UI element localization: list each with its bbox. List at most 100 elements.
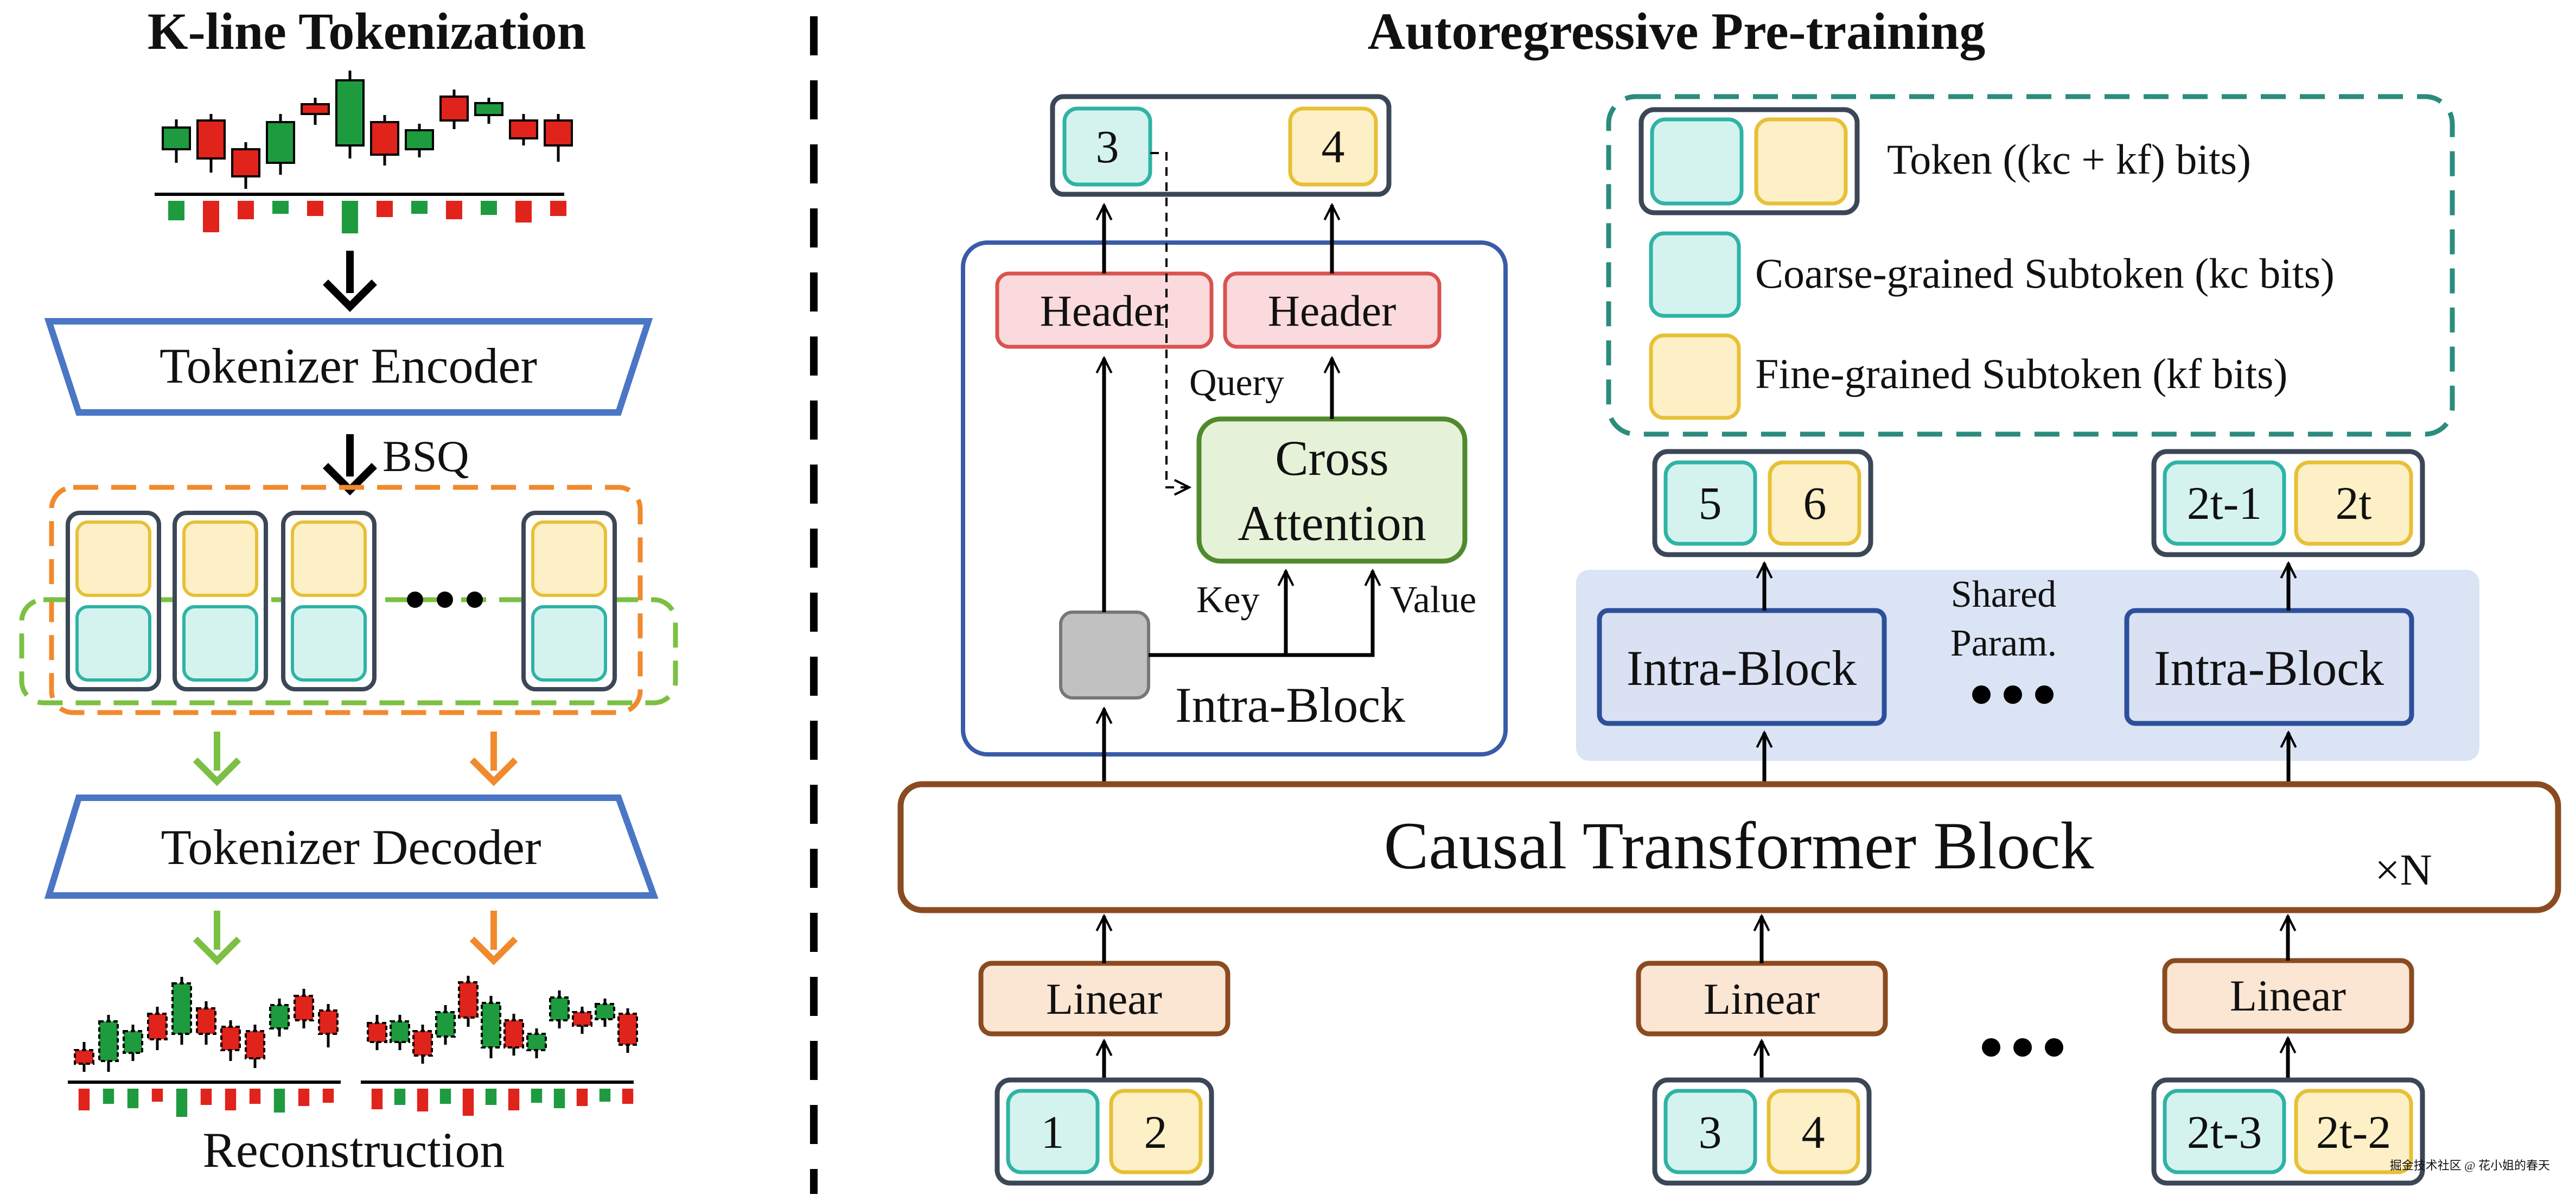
detail-out-coarse: 3 (1096, 120, 1119, 173)
candlestick (503, 1014, 524, 1110)
linear-label-2: Linear (1704, 974, 1820, 1024)
subtoken-column (281, 511, 377, 691)
in-2-fine: 2 (1144, 1106, 1168, 1158)
candlestick (435, 1005, 456, 1104)
linear-box-2: Linear (1636, 961, 1888, 1037)
encoder-label: Tokenizer Encoder (160, 338, 537, 393)
candlestick (171, 977, 192, 1117)
linear-box-1: Linear (978, 961, 1230, 1037)
out-2t-fine: 2t (2336, 477, 2372, 529)
intra-block-detail: 3 4 Header Header Cross Attention Query … (961, 94, 1508, 784)
candlestick (301, 98, 330, 216)
intra-block-detail-label: Intra-Block (1175, 677, 1405, 733)
intra-output-arrows (1764, 563, 2288, 784)
legend-fine-label: Fine-grained Subtoken (kf bits) (1755, 350, 2287, 397)
in-1-coarse: 1 (1041, 1106, 1064, 1158)
candlestick (147, 1007, 168, 1102)
ellipsis-dots-shared (1972, 685, 2054, 704)
causal-transformer-block: Causal Transformer Block ×N (897, 781, 2561, 913)
header-a-label: Header (1040, 286, 1169, 335)
legend-coarse-label: Coarse-grained Subtoken (kc bits) (1755, 250, 2335, 297)
ellipsis-dots (407, 592, 483, 608)
right-panel-title: Autoregressive Pre-training (1368, 2, 1985, 60)
in-2t-2-fine: 2t-2 (2316, 1106, 2392, 1158)
out-2t-1-coarse: 2t-1 (2187, 477, 2262, 529)
cross-attention-line1: Cross (1275, 430, 1389, 486)
candlestick (439, 90, 469, 219)
candlestick (162, 119, 191, 220)
candlestick (526, 1028, 547, 1103)
candlestick (98, 1015, 119, 1104)
decoder-label: Tokenizer Decoder (161, 819, 541, 875)
detail-out-fine: 4 (1322, 120, 1345, 173)
candlestick-chart-reconstruction (68, 976, 638, 1117)
arrow-bsq: BSQ (323, 431, 469, 495)
in-3-coarse: 3 (1699, 1106, 1722, 1158)
candlestick (266, 114, 295, 214)
candlestick (335, 71, 365, 233)
out-6-fine: 6 (1803, 477, 1827, 529)
candlestick (367, 1015, 387, 1109)
header-b-label: Header (1268, 286, 1397, 335)
output-token-2t: 2t-1 2t (2151, 449, 2425, 557)
candlestick (390, 1015, 410, 1105)
tokenizer-decoder: Tokenizer Decoder (44, 795, 659, 899)
reconstruction-label: Reconstruction (203, 1122, 505, 1178)
candlestick (318, 1004, 339, 1103)
bsq-label: BSQ (382, 431, 469, 481)
candlestick (458, 976, 479, 1116)
key-label: Key (1196, 579, 1260, 621)
cross-attention-line2: Attention (1238, 495, 1426, 551)
linear-arrows (1104, 916, 2288, 1080)
query-label: Query (1189, 362, 1284, 404)
value-label: Value (1390, 579, 1476, 621)
watermark: 掘金技术社区 @ 花小姐的春天 (2390, 1159, 2550, 1172)
candlestick (572, 1007, 592, 1106)
left-panel-title: K-line Tokenization (148, 2, 586, 60)
input-token-3-4: 3 4 (1652, 1077, 1872, 1186)
output-token-5-6: 5 6 (1652, 449, 1873, 557)
shared-param-line1: Shared (1951, 574, 2056, 615)
arrows-to-decoder (193, 732, 518, 786)
input-token-1-2: 1 2 (994, 1077, 1214, 1186)
transformer-label: Causal Transformer Block (1384, 809, 2094, 883)
candlestick (405, 124, 434, 214)
input-token-2t: 2t-3 2t-2 (2151, 1077, 2425, 1186)
candlestick (245, 1025, 265, 1104)
candlestick (617, 1008, 638, 1104)
arrow-to-encoder (323, 251, 377, 312)
candlestick (294, 989, 314, 1106)
linear-box-3: Linear (2162, 958, 2414, 1034)
subtoken-groups (19, 485, 678, 715)
subtoken-column (173, 511, 268, 691)
ellipsis-dots-inputs (1982, 1038, 2063, 1057)
candlestick (549, 990, 570, 1108)
candlestick (220, 1020, 241, 1110)
subtoken-column (66, 511, 161, 691)
candlestick (474, 98, 503, 215)
arrows-to-reconstruction (193, 911, 518, 965)
candlestick (196, 114, 226, 232)
candlestick (595, 999, 615, 1102)
intra-block-a-label: Intra-Block (1627, 640, 1857, 696)
in-2t-3-coarse: 2t-3 (2187, 1106, 2262, 1158)
candlestick (196, 1001, 216, 1105)
out-5-coarse: 5 (1699, 477, 1722, 529)
intra-block-b-label: Intra-Block (2154, 640, 2384, 696)
intra-block-b: Intra-Block (2124, 608, 2414, 726)
candlestick (231, 142, 260, 219)
legend: Token ((kc + kf) bits) Coarse-grained Su… (1606, 94, 2455, 437)
repeat-label: ×N (2375, 845, 2432, 894)
candlestick (123, 1025, 143, 1108)
candlestick (544, 114, 573, 216)
candlestick (269, 999, 290, 1113)
subtoken-column (521, 511, 617, 691)
tokenizer-encoder: Tokenizer Encoder (44, 318, 653, 416)
candlestick (481, 996, 501, 1105)
candlestick (412, 1025, 433, 1111)
linear-label-1: Linear (1046, 974, 1162, 1024)
candlestick (74, 1042, 94, 1110)
candlestick (370, 115, 399, 217)
intra-block-a: Intra-Block (1597, 608, 1887, 726)
